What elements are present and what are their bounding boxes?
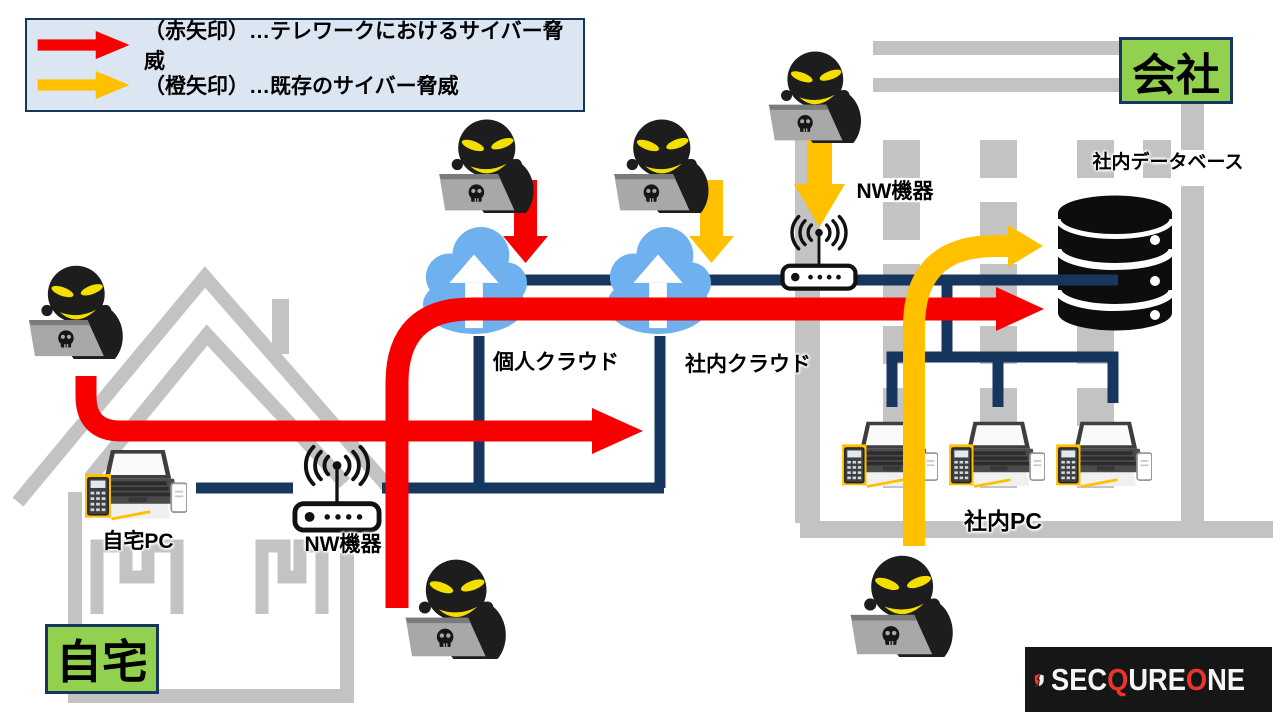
legend-orange-label: （橙矢印）…既存のサイバー脅威	[144, 75, 459, 98]
hacker-icon-home	[28, 265, 123, 359]
company-db-label: 社内データベース	[1092, 152, 1244, 173]
home-router-icon	[295, 447, 379, 530]
orange-arrow-icon	[37, 70, 130, 100]
legend-row-red: （赤矢印）…テレワークにおけるサイバー脅威	[37, 20, 583, 73]
home-chimney	[272, 299, 289, 354]
hacker-icon-company-router	[768, 51, 861, 143]
legend-row-orange: （橙矢印）…既存のサイバー脅威	[37, 69, 583, 101]
company-cloud-label: 社内クラウド	[685, 353, 811, 376]
personal-cloud-label: 個人クラウド	[493, 351, 619, 374]
legend: （赤矢印）…テレワークにおけるサイバー脅威 （橙矢印）…既存のサイバー脅威	[25, 18, 585, 112]
company-pc-label: 社内PC	[964, 508, 1042, 534]
hacker-icon-bottom-company	[850, 555, 953, 657]
red-arrow-icon	[37, 30, 130, 60]
home-pc-label: 自宅PC	[102, 530, 174, 553]
vendor-logo-text: SECQUREONE	[1051, 661, 1246, 697]
company-pc-icon-2	[949, 420, 1045, 489]
company-router-label: NW機器	[856, 180, 934, 203]
red-threat-arrows	[75, 180, 1044, 608]
home-area-label: 自宅	[45, 624, 159, 694]
hacker-icon-company-cloud	[614, 119, 709, 213]
home-router-label: NW機器	[304, 533, 382, 556]
company-area-label: 会社	[1119, 37, 1233, 104]
vendor-logo: SECQUREONE	[1025, 647, 1272, 712]
legend-red-label: （赤矢印）…テレワークにおけるサイバー脅威	[144, 20, 564, 73]
shield-icon	[1034, 673, 1044, 687]
hacker-icon-personal-cloud	[439, 119, 534, 213]
hacker-icon-bottom-home	[405, 559, 506, 659]
database-icon	[1058, 196, 1172, 331]
company-pc-icon-3	[1056, 420, 1152, 489]
